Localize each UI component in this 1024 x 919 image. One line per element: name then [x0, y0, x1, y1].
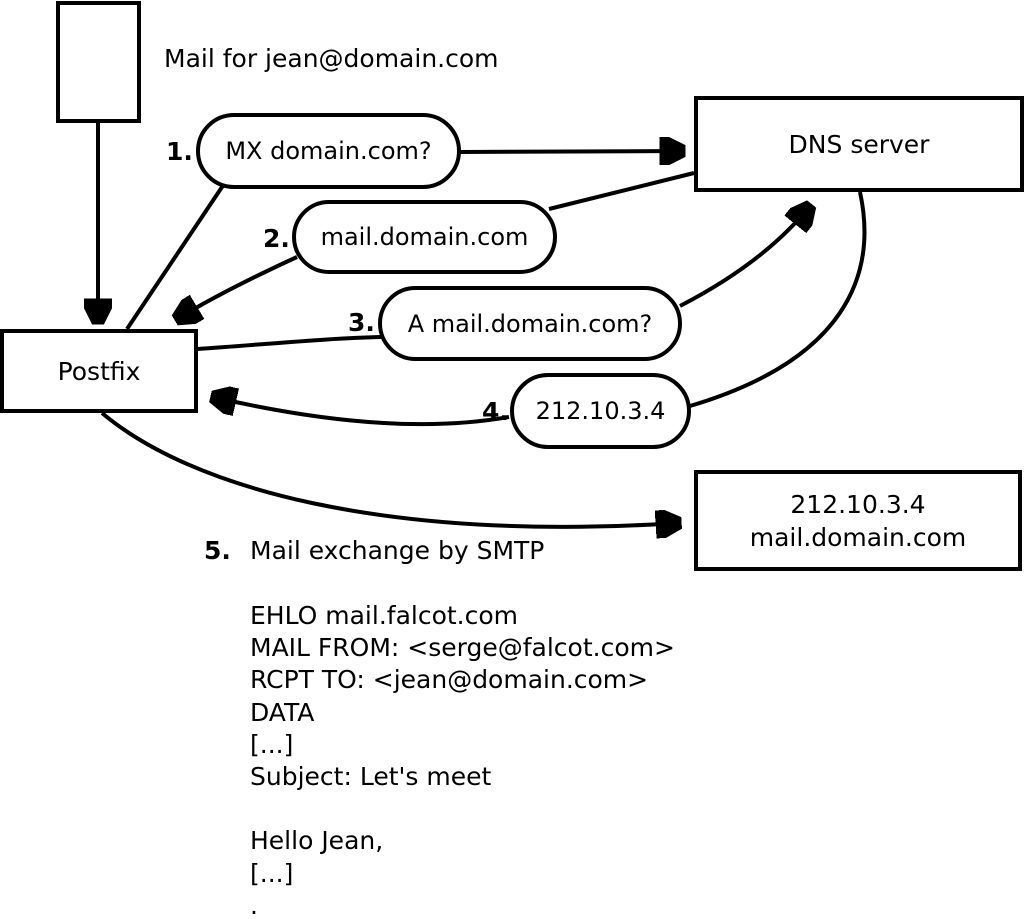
- postfix-node: Postfix: [0, 329, 198, 413]
- connector-dns-to-step2: [548, 171, 695, 211]
- step-1-label: MX domain.com?: [225, 137, 432, 165]
- arrow-step1-to-dns: [458, 151, 683, 152]
- arrow-step3-to-dns: [679, 206, 810, 308]
- dns-server-node-label: DNS server: [788, 129, 930, 159]
- step-3-pill-a-query: A mail.domain.com?: [378, 286, 682, 361]
- step-3-number: 3.: [348, 308, 375, 337]
- step-2-label: mail.domain.com: [320, 223, 529, 251]
- connector-dns-to-step4: [689, 191, 867, 408]
- mail-server-hostname: mail.domain.com: [749, 522, 967, 552]
- step-3-label: A mail.domain.com?: [407, 309, 653, 338]
- step-2-number: 2.: [263, 224, 290, 253]
- arrow-postfix-to-mail-server: [100, 411, 679, 527]
- connector-postfix-to-step1: [125, 182, 226, 331]
- step-5-label: Mail exchange by SMTP: [250, 536, 545, 565]
- arrow-step2-to-postfix: [177, 255, 298, 319]
- step-2-pill-mx-answer: mail.domain.com: [292, 200, 557, 274]
- mail-server-ip: 212.10.3.4: [790, 489, 926, 519]
- envelope-icon: [56, 1, 141, 123]
- connector-postfix-to-step3: [196, 335, 384, 351]
- step-4-number: 4.: [482, 397, 509, 426]
- mail-server-node: 212.10.3.4 mail.domain.com: [694, 470, 1022, 571]
- step-1-pill-mx-query: MX domain.com?: [196, 113, 461, 189]
- step-5-number: 5.: [204, 536, 231, 565]
- smtp-transcript: EHLO mail.falcot.com MAIL FROM: <serge@f…: [250, 601, 675, 919]
- step-4-pill-a-answer: 212.10.3.4: [510, 373, 691, 449]
- step-1-number: 1.: [166, 137, 193, 166]
- dns-server-node: DNS server: [694, 96, 1024, 192]
- postfix-node-label: Postfix: [57, 356, 141, 386]
- annotation-mail-for: Mail for jean@domain.com: [164, 44, 499, 73]
- arrow-step4-to-postfix: [213, 397, 510, 427]
- step-4-label: 212.10.3.4: [535, 397, 666, 425]
